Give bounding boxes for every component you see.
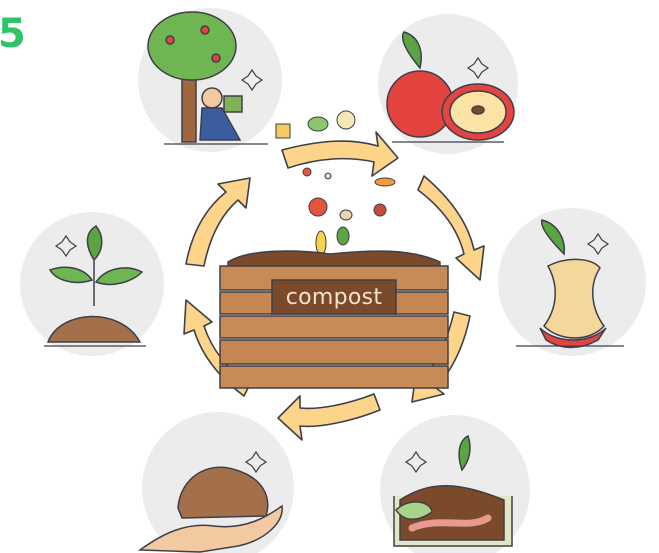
crate-plank-3 [219,315,449,339]
pepper-scrap-icon [302,167,312,177]
arrow-sprout-to-tree [185,177,251,267]
tree-apple-3 [211,53,221,63]
mushroom-scrap-icon [339,209,353,221]
seed-scrap-icon [324,172,332,180]
soil-mound-icon [46,315,142,343]
carrot-scrap-icon [374,177,396,187]
crate-plank-4 [219,339,449,365]
corner-glyph: 5 [0,11,26,57]
apple-seeds [471,105,485,115]
arrow-worm-to-soil [277,393,381,441]
sparkle-icon [586,232,610,256]
open-hand-icon [137,504,283,553]
banana-scrap-icon [315,230,327,256]
sparkle-icon [240,68,264,92]
tomato-scrap-icon [308,197,328,217]
soil-stage-illustration [137,466,283,553]
sprout-leaf-center-icon [86,225,103,262]
core-leaf-icon [540,219,566,256]
arrow-tree-to-apple [281,131,399,177]
apple-core-icon [543,258,605,339]
lettuce-scrap-icon [307,116,329,132]
sparkle-icon [244,450,268,474]
sausage-slice-scrap-icon [373,203,387,217]
book-icon [223,95,243,113]
earthworm-icon [408,514,492,532]
bin-leaf-icon [395,501,433,520]
tree-apple-1 [165,35,175,45]
reading-person-body [199,107,242,141]
crate-plank-5 [219,365,449,389]
core-bottom [539,327,607,349]
sprout-stage-circle [20,212,164,356]
apple-slice-scrap-icon [336,110,356,130]
sparkle-icon [404,450,428,474]
crate-label-plate [271,279,397,315]
sparkle-icon [54,234,78,258]
soil-clump-icon [177,466,269,519]
sprout-leaf-right-icon [94,267,144,286]
tree-apple-2 [200,25,210,35]
arrow-apple-to-core [417,175,485,281]
apple-tree-crown-icon [147,11,237,81]
food-scraps [275,110,396,256]
sparkle-icon [466,56,490,80]
worm-stage-illustration [393,434,513,547]
reading-person-head [201,87,223,109]
tree-stage-illustration [147,11,243,143]
apple-stage-illustration [386,31,515,141]
sprout-leaf-left-icon [48,266,94,284]
ground-lines [44,141,624,347]
core-stage-illustration [539,219,607,349]
cheese-scrap-icon [275,123,291,139]
sprout-stage-illustration [46,225,144,343]
apple-leaf-icon [401,31,422,70]
leaf-scrap-icon [336,226,350,246]
compost-crate [219,250,449,389]
sprout-in-bin-icon [458,434,471,472]
sparkles [54,56,610,474]
